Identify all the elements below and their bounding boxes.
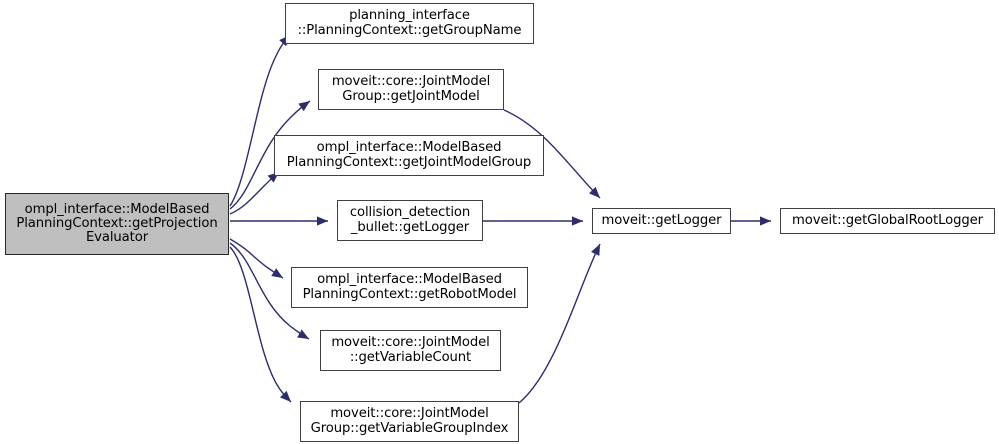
edge-root-to-get_variable_group_index bbox=[229, 246, 292, 403]
graph-node-get_group_name[interactable]: planning_interface ::PlanningContext::ge… bbox=[285, 3, 534, 44]
graph-node-label: ompl_interface::ModelBased PlanningConte… bbox=[286, 140, 532, 170]
edge-get_joint_model-to-get_logger bbox=[503, 109, 601, 199]
arrowhead-root-to-get_joint_model bbox=[298, 101, 310, 112]
graph-node-label: collision_detection _bullet::getLogger bbox=[349, 205, 471, 235]
graph-node-get_joint_model[interactable]: moveit::core::JointModel Group::getJoint… bbox=[318, 69, 504, 110]
graph-node-label: ompl_interface::ModelBased PlanningConte… bbox=[16, 201, 218, 246]
arrowhead-root-to-get_robot_model bbox=[271, 268, 283, 278]
graph-node-get_variable_count[interactable]: moveit::core::JointModel ::getVariableCo… bbox=[320, 330, 501, 371]
arrowhead-get_variable_group_index-to-get_logger bbox=[591, 244, 600, 256]
graph-node-label: planning_interface ::PlanningContext::ge… bbox=[297, 8, 522, 38]
graph-node-root[interactable]: ompl_interface::ModelBased PlanningConte… bbox=[5, 193, 229, 255]
graph-node-get_global_root_logger[interactable]: moveit::getGlobalRootLogger bbox=[780, 208, 995, 234]
arrowhead-bullet_get_logger-to-get_logger bbox=[572, 216, 583, 226]
arrowhead-get_logger-to-get_global_root_logger bbox=[760, 216, 771, 226]
arrowhead-get_joint_model-to-get_logger bbox=[589, 186, 600, 198]
graph-node-label: ompl_interface::ModelBased PlanningConte… bbox=[302, 272, 517, 302]
arrowhead-root-to-get_variable_count bbox=[297, 329, 309, 339]
arrowhead-root-to-bullet_get_logger bbox=[317, 216, 328, 226]
edge-root-to-get_group_name bbox=[229, 34, 291, 207]
graph-node-get_joint_model_group[interactable]: ompl_interface::ModelBased PlanningConte… bbox=[274, 135, 544, 176]
graph-node-label: moveit::getLogger bbox=[601, 212, 722, 228]
edge-get_variable_group_index-to-get_logger bbox=[518, 243, 601, 404]
graph-node-get_robot_model[interactable]: ompl_interface::ModelBased PlanningConte… bbox=[291, 267, 528, 308]
graph-node-label: moveit::core::JointModel Group::getVaria… bbox=[310, 406, 509, 436]
graph-node-bullet_get_logger[interactable]: collision_detection _bullet::getLogger bbox=[337, 200, 483, 241]
graph-node-label: moveit::getGlobalRootLogger bbox=[792, 212, 983, 228]
arrowhead-root-to-get_variable_group_index bbox=[280, 390, 291, 402]
graph-node-label: moveit::core::JointModel Group::getJoint… bbox=[331, 74, 491, 104]
graph-node-get_variable_group_index[interactable]: moveit::core::JointModel Group::getVaria… bbox=[300, 401, 519, 442]
graph-node-get_logger[interactable]: moveit::getLogger bbox=[592, 208, 731, 234]
graph-node-label: moveit::core::JointModel ::getVariableCo… bbox=[331, 335, 490, 365]
